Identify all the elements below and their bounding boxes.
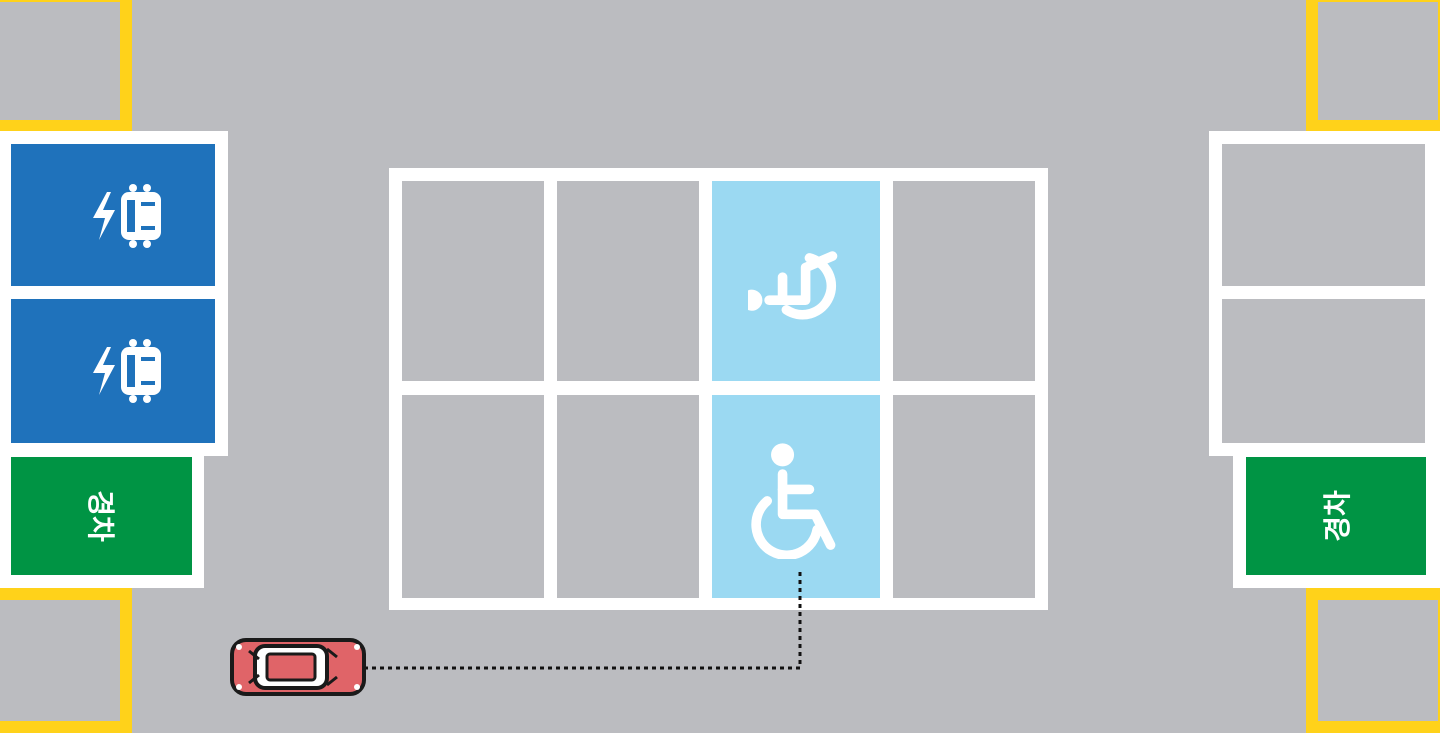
accessible-space-top[interactable] [712, 181, 880, 381]
parking-space-center-top-2[interactable] [557, 181, 699, 381]
parking-space-center-bottom-4[interactable] [893, 395, 1035, 598]
parking-space-center-top-1[interactable] [402, 181, 544, 381]
compact-car-space-right[interactable]: 경차 [1246, 457, 1426, 575]
parking-space-right-2[interactable] [1222, 299, 1425, 443]
ev-charging-space-1[interactable] [11, 144, 215, 286]
wheelchair-icon [751, 443, 836, 559]
compact-car-space-left[interactable]: 경차 [11, 457, 192, 575]
ev-charging-space-2[interactable] [11, 299, 215, 443]
ev-charging-car-icon [93, 184, 161, 248]
corner-marker-bottom-right [1306, 588, 1440, 733]
wheelchair-icon [748, 251, 838, 320]
parking-space-center-bottom-2[interactable] [557, 395, 699, 598]
parking-space-center-bottom-1[interactable] [402, 395, 544, 598]
corner-marker-top-right [1306, 0, 1440, 132]
accessible-space-bottom[interactable] [712, 395, 880, 598]
parking-space-right-1[interactable] [1222, 144, 1425, 286]
ev-charging-car-icon [93, 339, 161, 403]
car-icon[interactable] [229, 637, 367, 697]
parking-space-center-top-4[interactable] [893, 181, 1035, 381]
corner-marker-top-left [0, 0, 132, 132]
